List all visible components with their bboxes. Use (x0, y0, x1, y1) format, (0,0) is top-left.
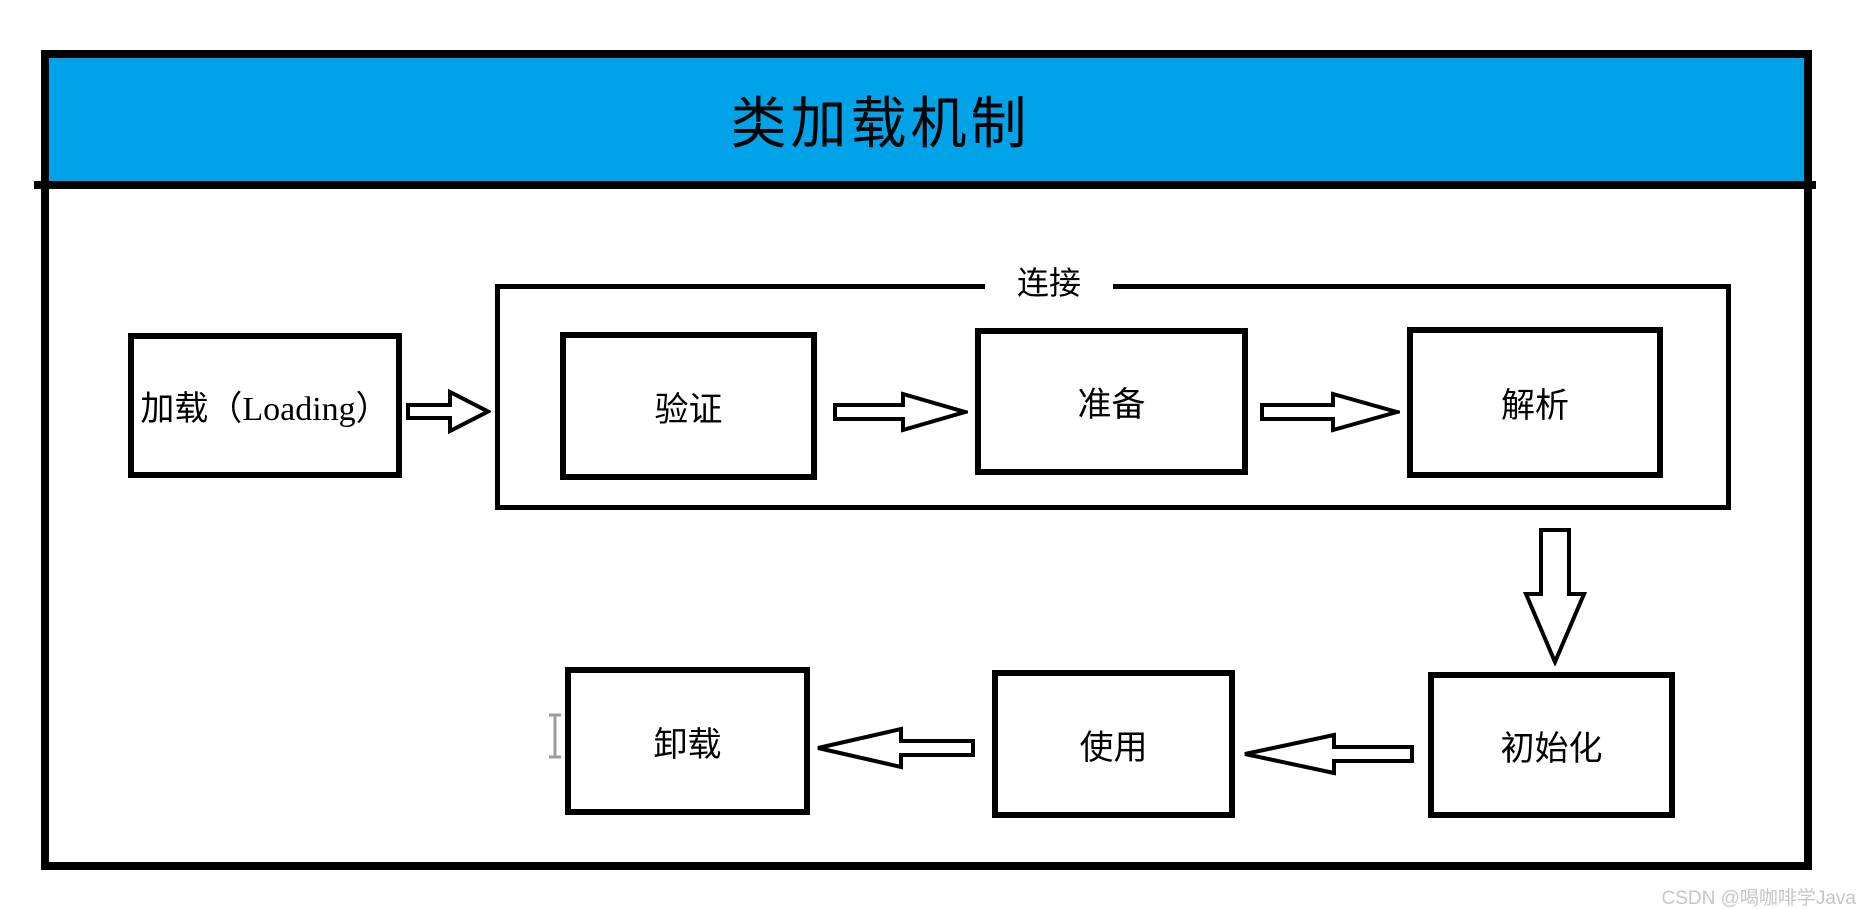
flow-box-initialize-label: 初始化 (1500, 730, 1603, 768)
block-arrow-left-icon (815, 726, 975, 770)
flow-box-prepare: 准备 (975, 328, 1248, 475)
outer-frame (41, 50, 1812, 870)
i-beam-cursor-icon (546, 713, 564, 759)
flow-box-verify-label: 验证 (654, 391, 723, 429)
flow-box-loading: 加载（Loading） (128, 333, 402, 478)
block-arrow-right-icon (833, 391, 968, 433)
link-group-label: 连接 (985, 262, 1114, 304)
title-bar-divider (34, 181, 1816, 189)
flow-box-initialize: 初始化 (1428, 672, 1675, 818)
flow-box-verify: 验证 (560, 332, 817, 480)
flow-box-unload: 卸载 (565, 667, 810, 815)
flow-box-resolve: 解析 (1407, 327, 1663, 478)
flow-box-use-label: 使用 (1079, 729, 1148, 767)
flow-box-loading-label: 加载（Loading） (140, 391, 390, 428)
watermark: CSDN @喝咖啡学Java (1661, 888, 1856, 909)
block-arrow-right-icon (1260, 391, 1400, 433)
block-arrow-right-icon (406, 389, 491, 434)
flow-box-unload-label: 卸载 (653, 726, 722, 764)
title-bar: 类加载机制 (49, 58, 1804, 181)
block-arrow-left-icon (1242, 732, 1414, 776)
block-arrow-down-icon (1523, 528, 1587, 666)
page-title: 类加载机制 (730, 94, 1031, 156)
flow-box-use: 使用 (992, 670, 1235, 818)
flow-box-prepare-label: 准备 (1077, 387, 1146, 424)
flow-box-resolve-label: 解析 (1501, 388, 1569, 425)
